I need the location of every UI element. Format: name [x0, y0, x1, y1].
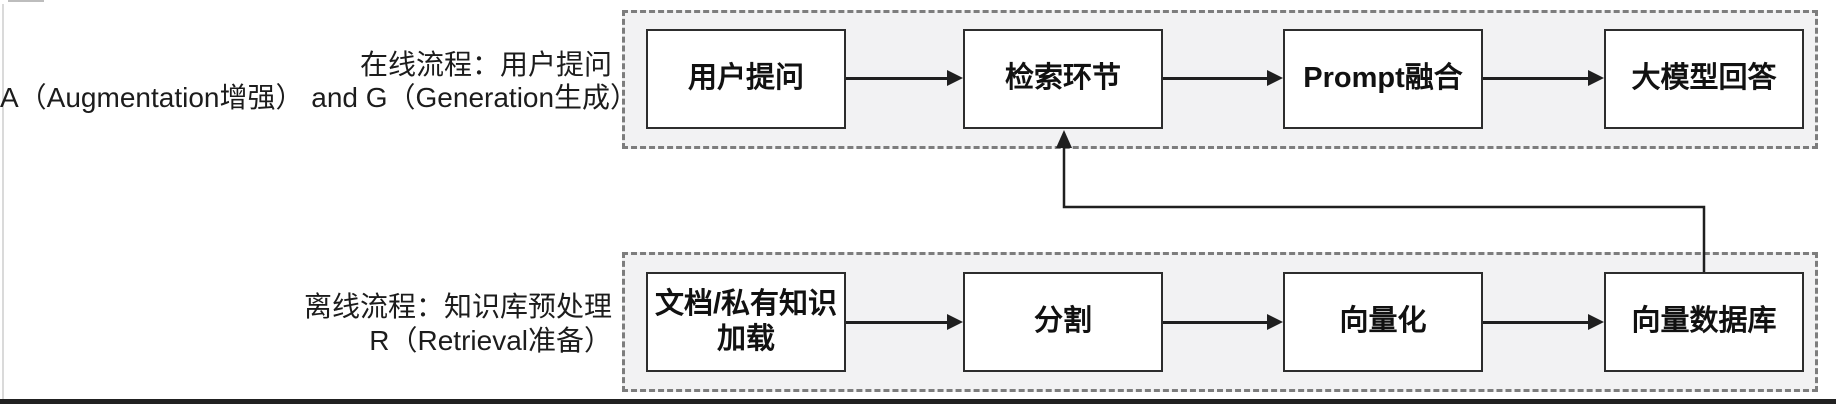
offline-lane-label: 离线流程：知识库预处理 R（Retrieval准备）: [0, 290, 612, 358]
arrow-prompt-to-llm-line: [1483, 77, 1590, 80]
node-vectorization-label: 向量化: [1339, 305, 1427, 338]
node-vectorization: 向量化: [1283, 272, 1483, 372]
node-prompt-fusion-label: Prompt融合: [1303, 62, 1463, 95]
arrow-split-to-vector-head-icon: [1267, 314, 1283, 330]
offline-lane-label-line1: 离线流程：知识库预处理: [303, 291, 612, 322]
node-llm-answer: 大模型回答: [1604, 29, 1804, 129]
online-lane-label-line2: A（Augmentation增强） and G（Generation生成）: [0, 82, 639, 113]
node-splitting-label: 分割: [1033, 305, 1092, 338]
offline-lane-label-line2: R（Retrieval准备）: [369, 325, 612, 356]
node-document-loading: 文档/私有知识 加载: [646, 272, 846, 372]
arrow-user-to-retrieval-line: [846, 77, 949, 80]
arrow-vector-to-db-line: [1483, 321, 1590, 324]
arrow-retrieval-to-prompt-line: [1163, 77, 1269, 80]
arrow-split-to-vector-line: [1163, 321, 1269, 324]
online-lane-label: 在线流程：用户提问 A（Augmentation增强） and G（Genera…: [0, 48, 639, 114]
node-document-loading-label-line1: 文档/私有知识: [654, 287, 838, 320]
node-vector-database: 向量数据库: [1604, 272, 1804, 372]
arrow-retrieval-to-prompt-head-icon: [1267, 70, 1283, 86]
frame-left-edge-line: [2, 4, 4, 400]
node-prompt-fusion: Prompt融合: [1283, 29, 1483, 129]
node-llm-answer-label: 大模型回答: [1631, 62, 1777, 95]
arrow-doc-to-split-head-icon: [947, 314, 963, 330]
arrow-prompt-to-llm-head-icon: [1588, 70, 1604, 86]
arrow-user-to-retrieval-head-icon: [947, 70, 963, 86]
online-lane-label-line1: 在线流程：用户提问: [359, 49, 612, 80]
node-user-question: 用户提问: [646, 29, 846, 129]
node-document-loading-label-line2: 加载: [716, 323, 775, 355]
node-user-question-label: 用户提问: [687, 62, 804, 95]
node-retrieval-step: 检索环节: [963, 29, 1163, 129]
frame-bottom-bar: [0, 399, 1836, 404]
frame-top-edge-line: [8, 0, 44, 2]
node-vector-database-label: 向量数据库: [1631, 305, 1777, 338]
node-retrieval-step-label: 检索环节: [1004, 62, 1121, 95]
arrow-doc-to-split-line: [846, 321, 949, 324]
arrow-vector-to-db-head-icon: [1588, 314, 1604, 330]
node-splitting: 分割: [963, 272, 1163, 372]
